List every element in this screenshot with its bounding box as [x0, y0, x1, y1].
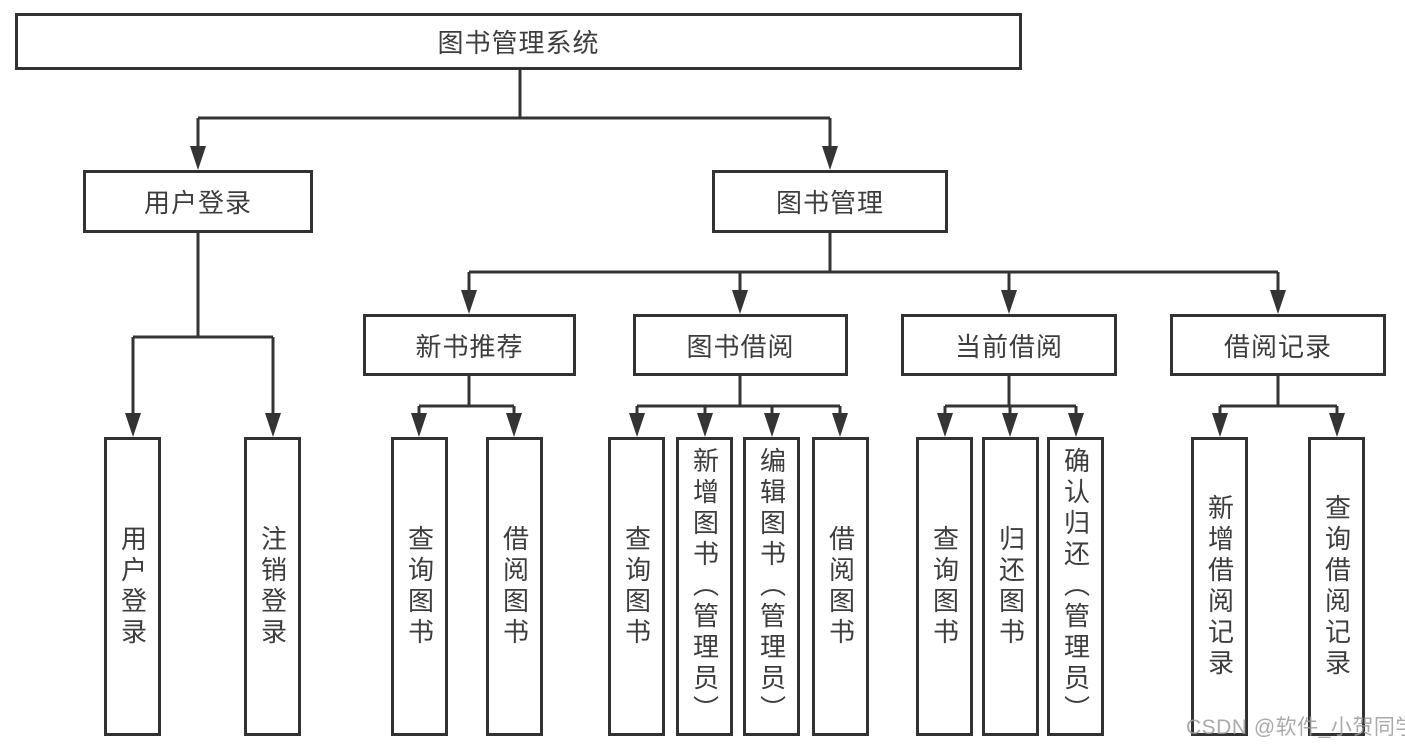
leaf-borrow-books-recommend: 借阅图书	[486, 437, 543, 736]
leaf-label: 查询图书	[621, 524, 652, 649]
connector-current-borrow-branch	[943, 376, 1078, 417]
arrow-down-icon	[1329, 413, 1345, 437]
node-new-book-recommend: 新书推荐	[363, 314, 576, 376]
node-label: 图书借阅	[686, 331, 795, 362]
leaf-edit-books-admin: 编辑图书（管理员）	[743, 437, 800, 736]
leaf-query-books-borrowing: 查询图书	[608, 437, 665, 736]
node-label: 当前借阅	[954, 331, 1063, 362]
connector-user-login-branch	[131, 233, 275, 417]
leaf-query-books-recommend: 查询图书	[391, 437, 448, 736]
leaf-label: 新增借阅记录	[1204, 493, 1235, 680]
node-label: 新书推荐	[415, 331, 524, 362]
leaf-query-borrow-record: 查询借阅记录	[1308, 437, 1365, 736]
node-label: 图书管理系统	[437, 28, 600, 58]
leaf-user-login: 用户登录	[104, 437, 161, 736]
node-current-borrowing: 当前借阅	[901, 314, 1117, 376]
node-root: 图书管理系统	[15, 13, 1022, 70]
arrow-down-icon	[190, 146, 206, 170]
arrow-down-icon	[506, 413, 522, 437]
arrow-down-icon	[697, 413, 713, 437]
arrow-down-icon	[937, 413, 953, 437]
leaf-label: 归还图书	[995, 524, 1026, 649]
arrow-down-icon	[732, 290, 748, 314]
node-book-management: 图书管理	[712, 170, 948, 233]
leaf-label: 查询图书	[929, 524, 960, 649]
node-label: 借阅记录	[1223, 331, 1332, 362]
leaf-confirm-return-admin: 确认归还（管理员）	[1047, 437, 1104, 736]
leaf-label: 新增图书（管理员）	[689, 447, 720, 726]
leaf-label: 借阅图书	[825, 524, 856, 649]
leaf-query-books-current: 查询图书	[916, 437, 973, 736]
node-label: 图书管理	[775, 188, 884, 218]
node-borrowing-records: 借阅记录	[1170, 314, 1386, 376]
arrow-down-icon	[265, 413, 281, 437]
arrow-down-icon	[1001, 290, 1017, 314]
connector-root-branch	[196, 70, 832, 150]
connector-new-books-branch	[417, 376, 516, 417]
leaf-add-books-admin: 新增图书（管理员）	[676, 437, 733, 736]
leaf-borrow-books-borrowing: 借阅图书	[812, 437, 869, 736]
arrow-down-icon	[1068, 413, 1084, 437]
connector-borrow-records-branch	[1218, 376, 1339, 417]
leaf-add-borrow-record: 新增借阅记录	[1191, 437, 1248, 736]
arrow-down-icon	[764, 413, 780, 437]
leaf-label: 查询图书	[404, 524, 435, 649]
leaf-label: 确认归还（管理员）	[1060, 447, 1091, 726]
arrow-down-icon	[1002, 413, 1018, 437]
arrow-down-icon	[832, 413, 848, 437]
leaf-label: 用户登录	[117, 524, 148, 649]
csdn-watermark: CSDN @软件_小贺同学	[1186, 716, 1405, 739]
node-label: 用户登录	[143, 188, 252, 218]
arrow-down-icon	[1270, 290, 1286, 314]
leaf-label: 编辑图书（管理员）	[756, 447, 787, 726]
arrow-down-icon	[411, 413, 427, 437]
arrow-down-icon	[629, 413, 645, 437]
leaf-logout: 注销登录	[244, 437, 301, 736]
connector-book-borrow-branch	[635, 376, 842, 417]
connector-book-mgmt-branch	[467, 233, 1280, 294]
arrow-down-icon	[125, 413, 141, 437]
leaf-label: 查询借阅记录	[1321, 493, 1352, 680]
leaf-return-books: 归还图书	[982, 437, 1039, 736]
arrow-down-icon	[822, 146, 838, 170]
leaf-label: 借阅图书	[499, 524, 530, 649]
arrow-down-icon	[1212, 413, 1228, 437]
node-book-borrowing: 图书借阅	[633, 314, 848, 376]
node-user-login: 用户登录	[83, 170, 313, 233]
arrow-down-icon	[461, 290, 477, 314]
leaf-label: 注销登录	[257, 524, 288, 649]
